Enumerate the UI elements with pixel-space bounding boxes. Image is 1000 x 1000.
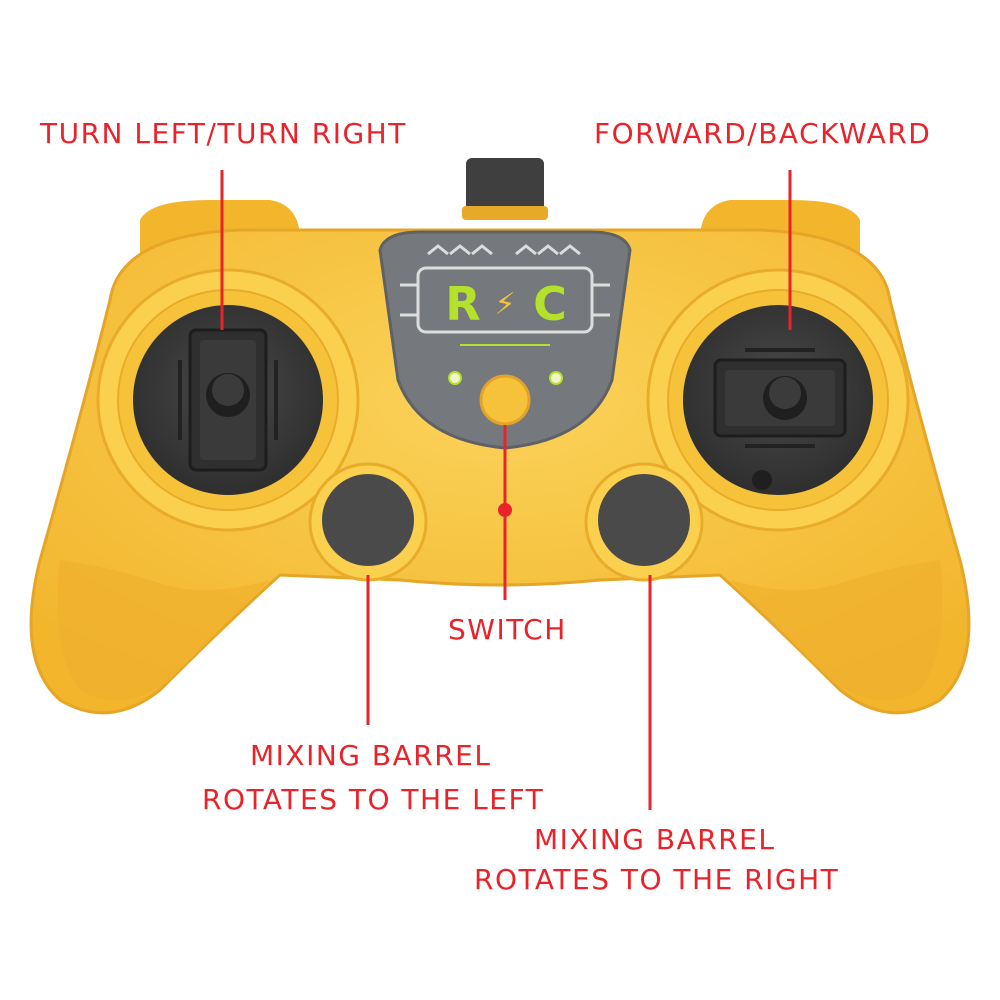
label-left-button-line2: ROTATES TO THE LEFT <box>202 783 545 816</box>
logo-bolt-icon: ⚡ <box>494 287 515 322</box>
switch-button[interactable] <box>479 374 531 426</box>
right-round-button[interactable] <box>584 462 704 582</box>
label-turn-left-right: TURN LEFT/TURN RIGHT <box>40 117 407 150</box>
right-joystick[interactable] <box>683 305 873 495</box>
logo-letter-left: R <box>445 277 480 331</box>
logo-letter-right: C <box>533 277 567 331</box>
label-forward-backward: FORWARD/BACKWARD <box>594 117 932 150</box>
label-right-button-line2: ROTATES TO THE RIGHT <box>474 863 840 896</box>
label-switch: SWITCH <box>448 613 567 646</box>
left-joystick[interactable] <box>133 305 323 495</box>
callout-lines <box>220 170 792 810</box>
label-right-button-line1: MIXING BARREL <box>534 823 776 856</box>
antenna-knob <box>462 158 548 220</box>
left-round-button[interactable] <box>308 462 428 582</box>
label-left-button-line1: MIXING BARREL <box>250 739 492 772</box>
center-logo-panel <box>378 230 632 450</box>
